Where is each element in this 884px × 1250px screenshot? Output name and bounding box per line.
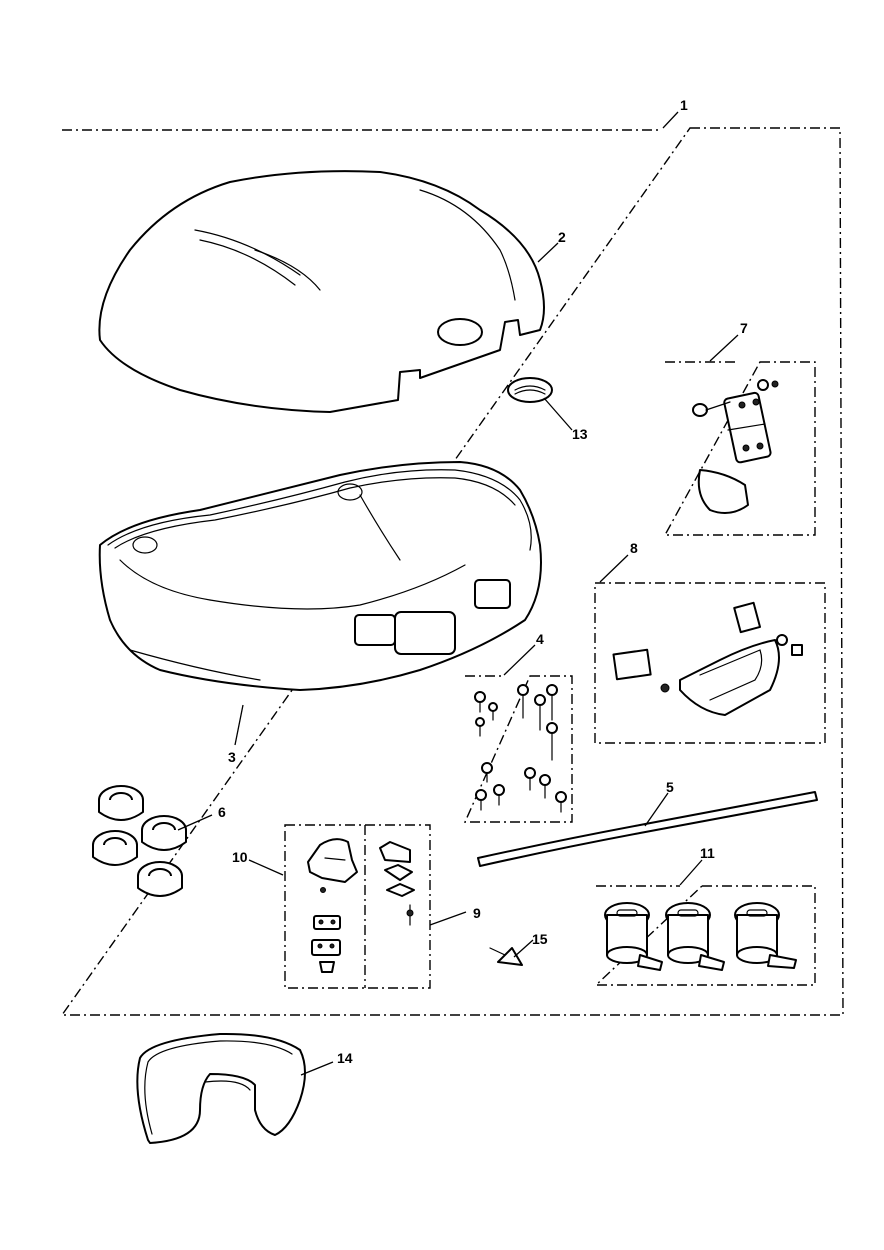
latch-kit (284, 824, 431, 989)
callout-1: 1 (680, 97, 688, 113)
callout-3: 3 (228, 749, 236, 765)
badge (507, 377, 553, 403)
key (489, 947, 523, 966)
base (98, 461, 542, 691)
callout-7: 7 (740, 320, 748, 336)
fastener-kit (463, 675, 573, 823)
callout-10: 10 (232, 849, 248, 865)
callout-14: 14 (337, 1050, 353, 1066)
rubber-bushes (92, 785, 187, 897)
callout-13: 13 (572, 426, 588, 442)
handle-kit (594, 582, 826, 744)
lock-barrel (604, 902, 663, 971)
lock-barrel (734, 902, 797, 969)
callout-2: 2 (558, 229, 566, 245)
callout-4: 4 (536, 631, 544, 647)
lock-barrel (665, 902, 725, 971)
callout-15: 15 (532, 931, 548, 947)
callout-9: 9 (473, 905, 481, 921)
lid (98, 170, 545, 413)
hinge-kit (663, 361, 816, 536)
callout-11: 11 (700, 845, 715, 861)
callout-5: 5 (666, 779, 674, 795)
callout-6: 6 (218, 804, 226, 820)
backrest-pad (136, 1032, 306, 1144)
kit-boundary (60, 127, 844, 1016)
seal-strip (477, 791, 818, 867)
lock-kit (594, 885, 816, 986)
callout-8: 8 (630, 540, 638, 556)
